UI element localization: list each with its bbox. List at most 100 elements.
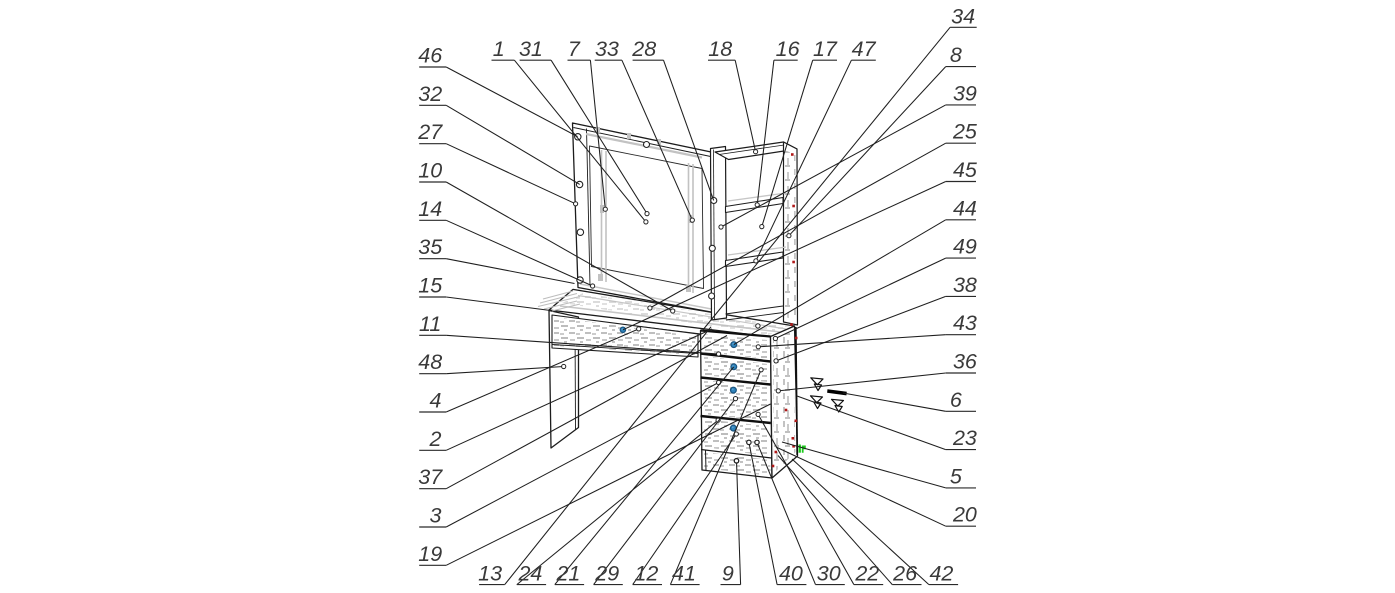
red-mark-5 — [794, 336, 798, 340]
part-label-27: 27 — [417, 120, 443, 144]
frame-left-inner-line — [586, 128, 591, 286]
leader-endpoint-40 — [746, 439, 752, 445]
knob-desk-drawer-highlight — [621, 328, 624, 330]
leader-line-30 — [756, 442, 816, 585]
red-mark-6 — [794, 419, 798, 423]
frame-clip-3 — [657, 139, 661, 145]
leader-line-29 — [593, 398, 736, 585]
leader-endpoint-49 — [772, 335, 779, 342]
desk-corner-hatch-4 — [551, 303, 581, 312]
leader-endpoint-7 — [602, 206, 608, 212]
leader-endpoint-17 — [759, 224, 765, 230]
red-mark-1 — [791, 153, 794, 156]
desk-back-dowel — [755, 323, 761, 329]
insertion-triangle-2a — [809, 395, 824, 404]
bulb-hole-right-2 — [708, 244, 716, 252]
part-label-38: 38 — [953, 273, 977, 297]
unit-top-edge — [700, 329, 771, 338]
plinth-left-edge — [705, 450, 707, 471]
part-label-25: 25 — [952, 120, 978, 144]
insertion-triangle-3b — [834, 404, 843, 413]
leader-line-22 — [757, 414, 855, 585]
part-label-14: 14 — [418, 197, 442, 221]
shelf-bottom-b — [725, 312, 784, 321]
shelf-stile-inner — [713, 149, 715, 320]
bulb-hole-top — [642, 140, 651, 149]
part-label-42: 42 — [929, 561, 953, 585]
leader-endpoint-18 — [753, 149, 759, 155]
part-label-44: 44 — [953, 196, 977, 220]
insertion-triangle-3a — [830, 398, 845, 407]
leader-endpoint-36 — [775, 388, 781, 394]
leader-endpoint-48 — [561, 363, 567, 370]
red-mark-8 — [792, 445, 795, 448]
leader-line-19 — [445, 403, 771, 566]
leader-lines-layer — [445, 26, 951, 586]
leader-line-27 — [445, 143, 576, 205]
leader-line-43 — [758, 334, 946, 348]
part-label-21: 21 — [555, 561, 580, 585]
shelf1-gray-top — [727, 192, 787, 202]
leader-line-35 — [446, 258, 575, 285]
part-label-43: 43 — [953, 311, 977, 335]
part-label-16: 16 — [776, 37, 800, 61]
part-label-10: 10 — [418, 159, 442, 183]
leader-endpoint-30 — [754, 439, 760, 445]
part-label-36: 36 — [953, 350, 977, 374]
leader-line-42 — [791, 458, 930, 585]
part-label-45: 45 — [953, 158, 978, 182]
leader-line-21 — [554, 366, 735, 585]
separator-1 — [700, 352, 771, 363]
shelf2-gray-top — [727, 246, 787, 256]
separator-3 — [700, 414, 771, 425]
leader-endpoint-22 — [755, 411, 761, 417]
leader-line-23 — [796, 395, 946, 451]
leader-line-6 — [842, 392, 946, 412]
part-label-4: 4 — [430, 389, 442, 413]
leader-line-8 — [788, 66, 947, 237]
bulb-hole-right-3 — [708, 292, 716, 300]
right-panel-back-edge — [794, 326, 799, 456]
frame-clip-1 — [596, 127, 600, 133]
part-label-20: 20 — [952, 503, 977, 527]
red-mark-11 — [784, 408, 788, 412]
frame-clip-6 — [600, 205, 604, 213]
part-label-11: 11 — [419, 312, 441, 336]
leader-endpoint-41 — [758, 367, 764, 373]
leader-line-46 — [445, 66, 578, 138]
plinth-top-edge — [700, 448, 772, 459]
leader-line-18 — [734, 60, 757, 152]
drawer4-texture — [703, 419, 768, 456]
part-label-28: 28 — [631, 37, 656, 61]
part-label-40: 40 — [779, 561, 803, 585]
desk-corner-hatch-1 — [539, 292, 578, 304]
apron-bottom-line2 — [551, 344, 699, 354]
part-label-46: 46 — [418, 44, 442, 68]
leader-line-38 — [775, 295, 946, 362]
leader-line-26 — [777, 455, 893, 585]
part-label-24: 24 — [517, 561, 542, 585]
part-label-31: 31 — [519, 37, 543, 61]
part-label-7: 7 — [568, 37, 581, 61]
leader-endpoint-10 — [670, 308, 676, 314]
leader-line-15 — [446, 296, 551, 312]
leader-line-14 — [445, 219, 593, 287]
insertion-triangle-2b — [813, 401, 822, 410]
leader-endpoint-11 — [716, 351, 722, 357]
leader-line-48 — [446, 365, 564, 375]
part-label-33: 33 — [595, 37, 619, 61]
leader-line-31 — [550, 59, 648, 214]
red-mark-7 — [791, 437, 795, 440]
leader-line-2 — [445, 328, 713, 451]
leader-endpoint-9 — [733, 458, 740, 464]
bulb-hole-left-1 — [574, 133, 582, 141]
leader-endpoint-14 — [590, 283, 596, 289]
leader-line-5 — [781, 441, 946, 489]
leader-line-13 — [504, 326, 712, 585]
right-panel-texture — [773, 331, 796, 473]
red-mark-9 — [774, 450, 778, 454]
part-label-32: 32 — [418, 82, 442, 106]
part-label-26: 26 — [892, 561, 917, 585]
